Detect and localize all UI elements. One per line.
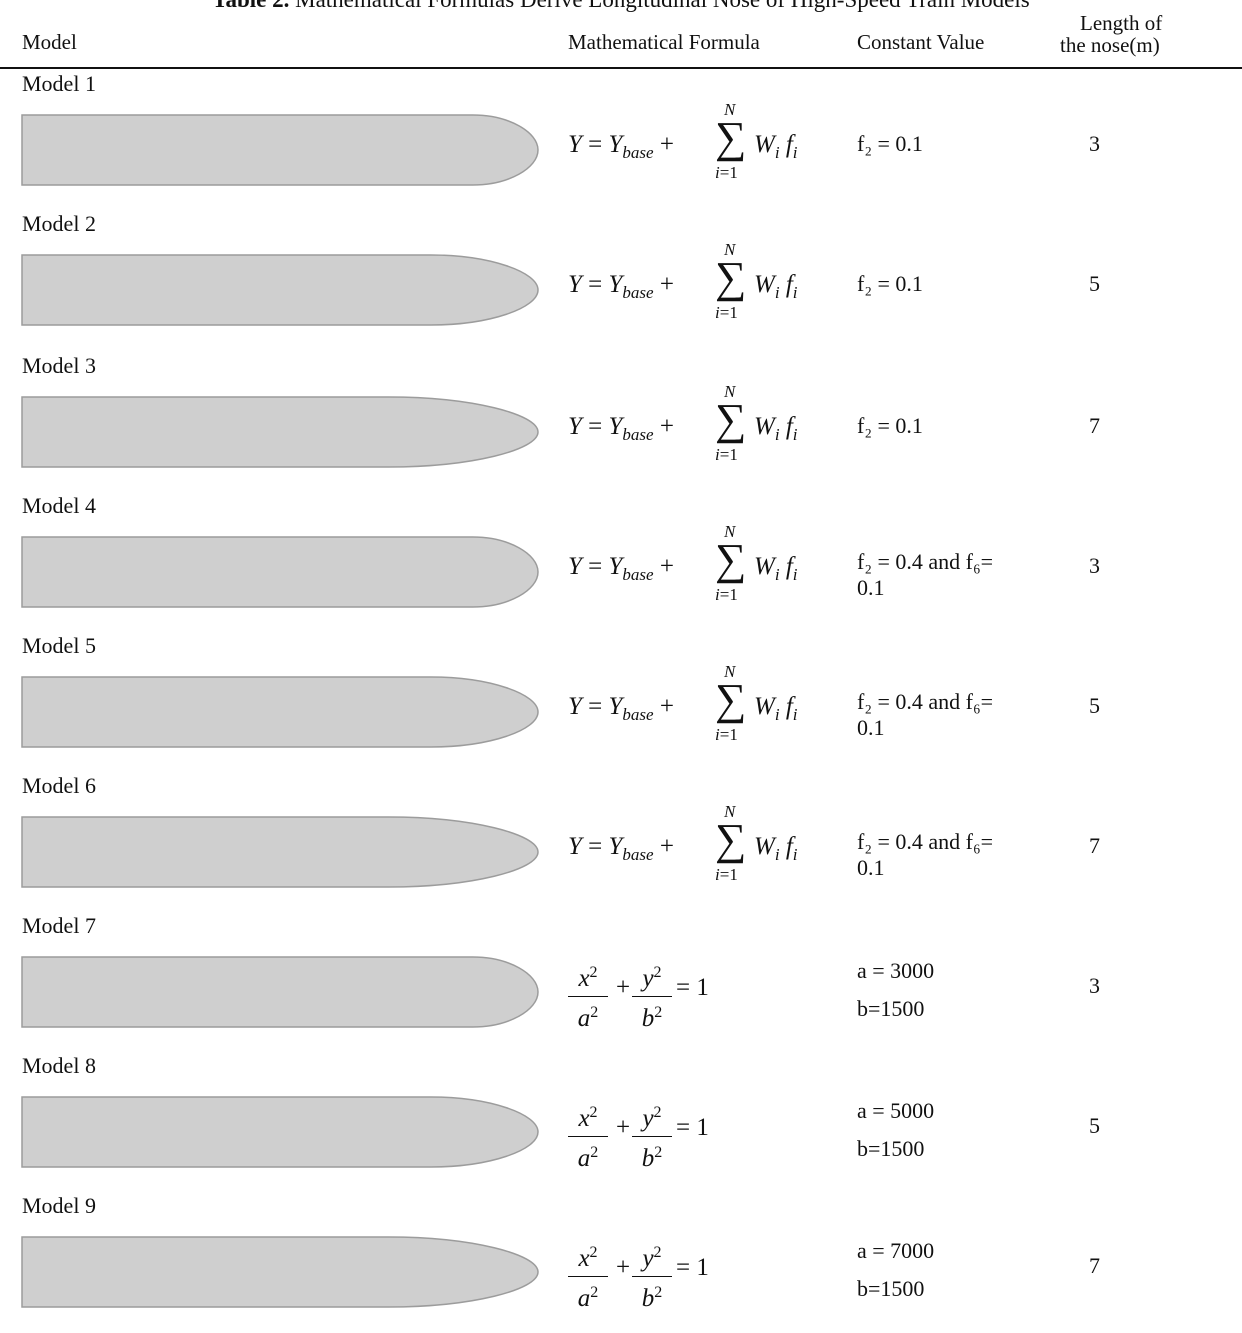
train-nose-profile xyxy=(21,536,539,608)
nose-length: 3 xyxy=(1089,553,1100,578)
model-label: Model 9 xyxy=(22,1193,96,1218)
train-nose-shape xyxy=(21,114,539,186)
train-nose-shape xyxy=(21,1236,539,1308)
model-label: Model 5 xyxy=(22,633,96,658)
constant-value: f₂ = 0.4 and f₆=0.1 xyxy=(857,689,994,740)
header-length-line2: the nose(m) xyxy=(1060,33,1160,57)
train-nose-profile xyxy=(21,956,539,1028)
nose-length: 5 xyxy=(1089,1113,1100,1138)
train-nose-profile xyxy=(21,254,539,326)
nose-length: 7 xyxy=(1089,1253,1100,1278)
train-nose-shape xyxy=(21,1096,539,1168)
train-nose-profile xyxy=(21,1236,539,1308)
model-label: Model 4 xyxy=(22,493,96,518)
constant-value: f₂ = 0.4 and f₆=0.1 xyxy=(857,829,994,880)
nose-length: 3 xyxy=(1089,131,1100,156)
train-nose-shape xyxy=(21,254,539,326)
model-label: Model 2 xyxy=(22,211,96,236)
table-caption-label: Table 2. xyxy=(212,0,289,12)
constant-value: f₂ = 0.4 and f₆=0.1 xyxy=(857,549,994,600)
header-model: Model xyxy=(22,30,77,54)
train-nose-profile xyxy=(21,396,539,468)
constant-value: f₂ = 0.1 xyxy=(857,413,923,438)
train-nose-profile xyxy=(21,1096,539,1168)
constant-value: f₂ = 0.1 xyxy=(857,131,923,156)
train-nose-shape xyxy=(21,956,539,1028)
header-length-line1: Length of xyxy=(1080,11,1163,35)
header-formula: Mathematical Formula xyxy=(568,30,760,54)
model-label: Model 7 xyxy=(22,913,96,938)
nose-length: 7 xyxy=(1089,413,1100,438)
train-nose-shape xyxy=(21,396,539,468)
table-caption-text: Mathematical Formulas Derive Longitudina… xyxy=(289,0,1030,12)
train-nose-shape xyxy=(21,676,539,748)
train-nose-profile xyxy=(21,114,539,186)
header-constant: Constant Value xyxy=(857,30,985,54)
model-label: Model 8 xyxy=(22,1053,96,1078)
model-label: Model 6 xyxy=(22,773,96,798)
header-length: Length of the nose(m) xyxy=(1060,12,1162,56)
train-nose-shape xyxy=(21,816,539,888)
nose-length: 7 xyxy=(1089,833,1100,858)
nose-length: 5 xyxy=(1089,271,1100,296)
table-caption: Table 2. Mathematical Formulas Derive Lo… xyxy=(0,0,1242,12)
nose-length: 3 xyxy=(1089,973,1100,998)
constant-value: f₂ = 0.1 xyxy=(857,271,923,296)
header-rule xyxy=(0,67,1242,69)
model-label: Model 3 xyxy=(22,353,96,378)
train-nose-profile xyxy=(21,676,539,748)
nose-length: 5 xyxy=(1089,693,1100,718)
train-nose-profile xyxy=(21,816,539,888)
model-label: Model 1 xyxy=(22,71,96,96)
train-nose-shape xyxy=(21,536,539,608)
